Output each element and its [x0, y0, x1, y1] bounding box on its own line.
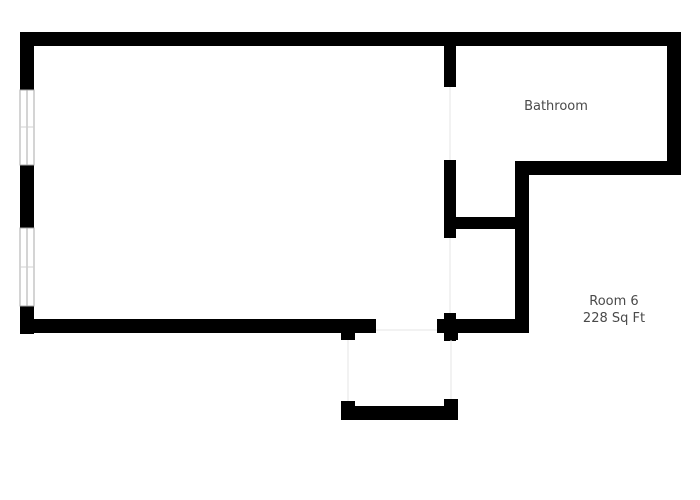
wall-closet-top — [444, 217, 529, 229]
bathroom-label: Bathroom — [524, 99, 588, 114]
wall-right-closet — [515, 161, 529, 333]
wall-bottom-left — [20, 319, 376, 333]
wall-partition-upper — [444, 32, 456, 87]
wall-entry-bottom — [341, 406, 458, 420]
room-area-label: 228 Sq Ft — [582, 311, 646, 326]
wall-top — [20, 32, 681, 46]
windows — [19, 89, 35, 307]
wall-bottom-right — [437, 319, 529, 333]
window-upper — [19, 89, 35, 166]
wall-entry-right-stub — [444, 319, 458, 340]
wall-left-middle — [20, 165, 34, 228]
wall-right-bathroom — [667, 32, 681, 175]
openings — [347, 87, 452, 401]
wall-bathroom-bottom — [515, 161, 681, 175]
wall-left-upper — [20, 32, 34, 90]
walls — [20, 32, 681, 420]
wall-entry-bottom-right — [444, 399, 458, 420]
room-name-label: Room 6 — [589, 294, 639, 309]
window-lower — [19, 227, 35, 307]
wall-entry-left-stub — [341, 319, 355, 340]
